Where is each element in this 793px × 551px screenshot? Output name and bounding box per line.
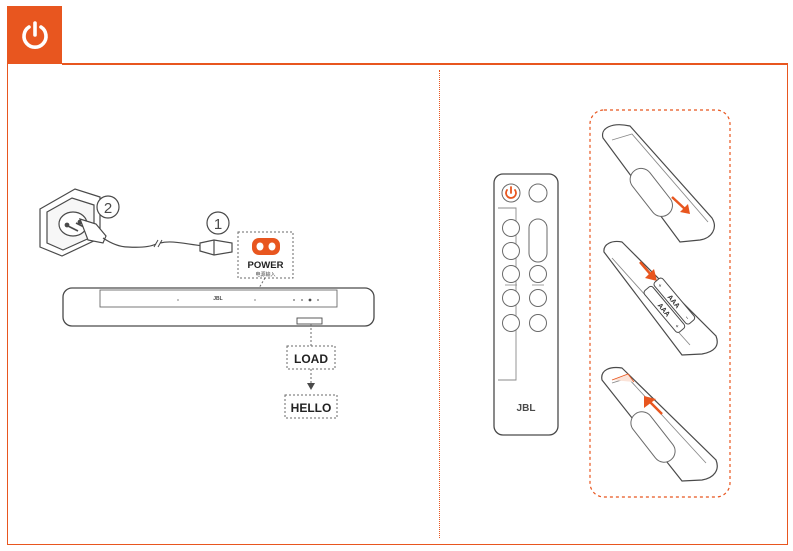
step-1-number: 1 xyxy=(214,216,222,233)
remote-button xyxy=(529,314,547,332)
arrow-icon xyxy=(644,396,656,408)
arrow-icon xyxy=(680,204,690,214)
remote-button xyxy=(502,314,520,332)
battery-step-insert: AAA AAA + + − xyxy=(603,240,718,356)
battery-minus: − xyxy=(683,315,690,322)
soundbar-logo: JBL xyxy=(213,296,222,302)
remote-button xyxy=(502,265,520,283)
aaa-batteries: AAA AAA + + − xyxy=(643,277,696,333)
remote-power-button xyxy=(501,183,521,203)
soundbar: JBL xyxy=(62,287,375,327)
remote-button xyxy=(502,242,520,260)
step-2-circle xyxy=(96,195,120,219)
battery-steps-box xyxy=(589,109,731,498)
power-badge xyxy=(7,6,62,63)
remote-button xyxy=(528,183,548,203)
display-load: LOAD xyxy=(286,345,336,370)
power-icon xyxy=(21,20,48,49)
power-port-sublabel: 电源输入 xyxy=(255,271,275,278)
battery-plus: + xyxy=(673,324,680,331)
power-connector xyxy=(199,239,233,256)
battery-step-close xyxy=(601,366,718,482)
display-load-text: LOAD xyxy=(294,352,328,366)
panel-divider xyxy=(439,70,440,538)
power-port-label: POWER xyxy=(248,260,284,271)
remote-button xyxy=(502,219,520,237)
wall-socket xyxy=(39,188,101,257)
step-2-number: 2 xyxy=(104,200,112,217)
display-hello: HELLO xyxy=(284,394,338,419)
remote-button xyxy=(529,289,547,307)
power-port-callout: POWER 电源输入 xyxy=(237,231,294,289)
remote-button xyxy=(529,265,547,283)
remote-logo: JBL xyxy=(517,403,536,414)
display-hello-text: HELLO xyxy=(291,401,332,415)
arrow-icon xyxy=(645,269,657,281)
page-frame xyxy=(7,63,788,545)
battery-plus: + xyxy=(656,283,663,290)
remote-control: JBL xyxy=(493,173,559,436)
remote-button xyxy=(502,289,520,307)
step-1-circle xyxy=(206,211,230,235)
battery-step-open xyxy=(601,124,715,243)
power-plug xyxy=(67,218,129,248)
remote-volume-rocker xyxy=(528,218,548,263)
arrow-down-icon xyxy=(307,383,315,390)
